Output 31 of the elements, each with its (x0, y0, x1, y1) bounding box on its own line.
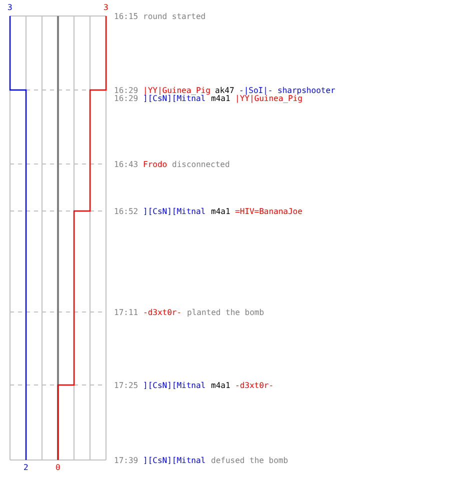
count-label: 3 (104, 3, 108, 12)
timestamp: 16:29 (114, 94, 138, 103)
timestamp: 16:52 (114, 207, 138, 216)
player-name: ][CsN][Mitnal (143, 94, 206, 103)
player-name: =HIV=BananaJoe (235, 207, 302, 216)
timestamp: 17:25 (114, 381, 138, 390)
player-name: ][CsN][Mitnal (143, 456, 206, 465)
player-name: |YY|Guinea_Pig (235, 94, 302, 103)
event-text: round started (143, 12, 206, 21)
player-name: ][CsN][Mitnal (143, 207, 206, 216)
player-name: -d3xt0r- (143, 308, 182, 317)
player-name: ][CsN][Mitnal (143, 381, 206, 390)
weapon-name: m4a1 (211, 94, 230, 103)
player-name: -|SoI|- sharpshooter (239, 86, 336, 95)
weapon-name: m4a1 (211, 381, 230, 390)
event-text: defused the bomb (211, 456, 288, 465)
count-label: 2 (24, 463, 28, 472)
event-text: disconnected (172, 160, 230, 169)
timestamp: 17:11 (114, 308, 138, 317)
player-name: |YY|Guinea_Pig (143, 86, 210, 95)
weapon-name: ak47 (215, 86, 234, 95)
timestamp: 16:43 (114, 160, 138, 169)
timestamp: 17:39 (114, 456, 138, 465)
timestamp: 16:29 (114, 86, 138, 95)
event-text: planted the bomb (187, 308, 264, 317)
count-label: 0 (56, 463, 60, 472)
count-label: 3 (8, 3, 12, 12)
timestamp: 16:15 (114, 12, 138, 21)
weapon-name: m4a1 (211, 207, 230, 216)
player-name: -d3xt0r- (235, 381, 274, 390)
player-name: Frodo (143, 160, 168, 169)
